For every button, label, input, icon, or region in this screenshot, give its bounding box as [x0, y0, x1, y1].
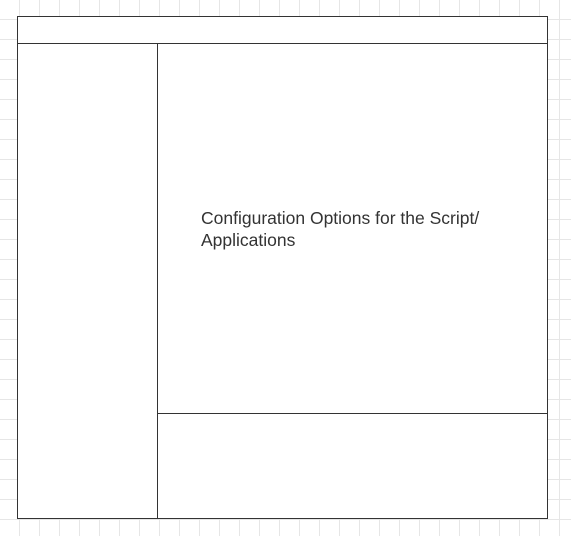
config-panel: Configuration Options for the Script/ Ap… [157, 43, 548, 414]
header-bar [17, 16, 548, 44]
config-panel-label: Configuration Options for the Script/ Ap… [201, 208, 480, 250]
sidebar-panel [17, 43, 158, 519]
footer-panel [157, 413, 548, 519]
